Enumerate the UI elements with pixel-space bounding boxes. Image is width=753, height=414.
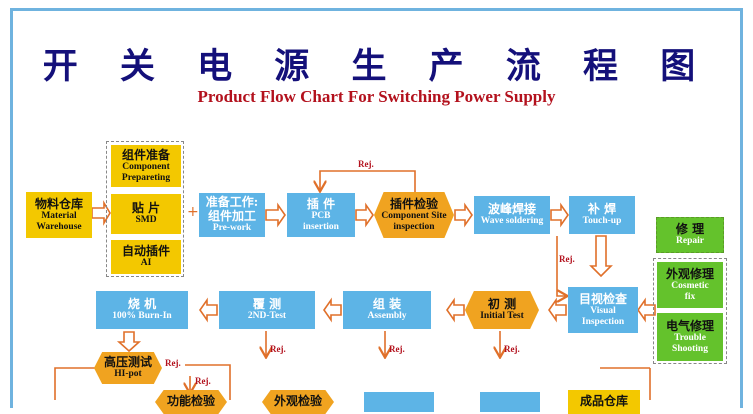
node-burn-in: 烧 机 100% Burn-In <box>96 291 188 329</box>
node-assembly: 组 装 Assembly <box>343 291 431 329</box>
node-hi-pot: 高压测试 HI-pot <box>94 352 162 384</box>
repair-group-box <box>653 258 727 364</box>
arrow-warehouse-to-prep <box>91 200 111 226</box>
node-pre-work: 准备工作:组件加工 Pre-work <box>199 193 265 237</box>
node-bottom-blank <box>364 392 434 412</box>
node-repair: 修 理 Repair <box>656 217 724 253</box>
node-pcb-insertion: 插 件 PCB insertion <box>287 193 355 237</box>
flow-arrows <box>54 170 656 400</box>
node-trouble-shooting: 电气修理 Trouble Shooting <box>657 313 723 361</box>
node-initial-test: 初 测 Initial Test <box>465 291 539 329</box>
node-appearance-check: 外观检验 <box>262 390 334 414</box>
node-wave-soldering: 波峰焊接 Wave soldering <box>474 196 550 234</box>
arrow-initial-to-assembly <box>446 297 465 323</box>
node-material-warehouse: 物料仓库 Material Warehouse <box>26 192 92 238</box>
page-frame <box>10 8 743 408</box>
arrow-insertion-to-inspection <box>355 202 374 228</box>
node-finished-warehouse: 成品仓库 <box>568 390 640 414</box>
node-visual-inspection: 目视检查 Visual Inspection <box>568 287 638 333</box>
node-component-site-inspection: 插件检验 Component Site inspection <box>374 192 454 238</box>
node-touch-up: 补 焊 Touch-up <box>569 196 635 234</box>
rej-label-initial: Rej. <box>504 344 520 354</box>
plus-sign: + <box>187 204 199 220</box>
node-function-test: 功能检验 <box>155 390 227 414</box>
node-bottom-blank-2 <box>480 392 540 412</box>
rej-label-burnin: Rej. <box>165 358 181 368</box>
page-title: 开 关 电 源 生 产 流 程 图 <box>42 46 711 87</box>
page-subtitle: Product Flow Chart For Switching Power S… <box>197 87 556 106</box>
node-cosmetic-fix: 外观修理 Cosmetic fix <box>657 262 723 308</box>
node-component-preparing: 组件准备 Component Prepareting <box>111 145 181 187</box>
arrow-prework-to-insertion <box>265 202 286 228</box>
rej-label-assembly: Rej. <box>389 344 405 354</box>
rej-label-hipot: Rej. <box>195 376 211 386</box>
node-ai: 自动插件 AI <box>111 240 181 274</box>
arrow-inspection-to-wave <box>454 202 473 228</box>
rej-label-inspection: Rej. <box>358 159 374 169</box>
arrow-touchup-down <box>589 235 613 278</box>
arrow-visual-to-initial <box>548 297 567 323</box>
arrow-burnin-down <box>116 331 142 353</box>
rej-label-2nd: Rej. <box>270 344 286 354</box>
node-smd: 贴 片 SMD <box>111 194 181 234</box>
prep-group-box <box>106 141 184 277</box>
arrow-2nd-to-burnin <box>199 297 218 323</box>
arrow-assembly-to-2nd <box>323 297 342 323</box>
rej-label-touchup: Rej. <box>559 254 575 264</box>
arrow-wave-to-touchup <box>550 202 569 228</box>
node-2nd-test: 覆 测 2ND-Test <box>219 291 315 329</box>
